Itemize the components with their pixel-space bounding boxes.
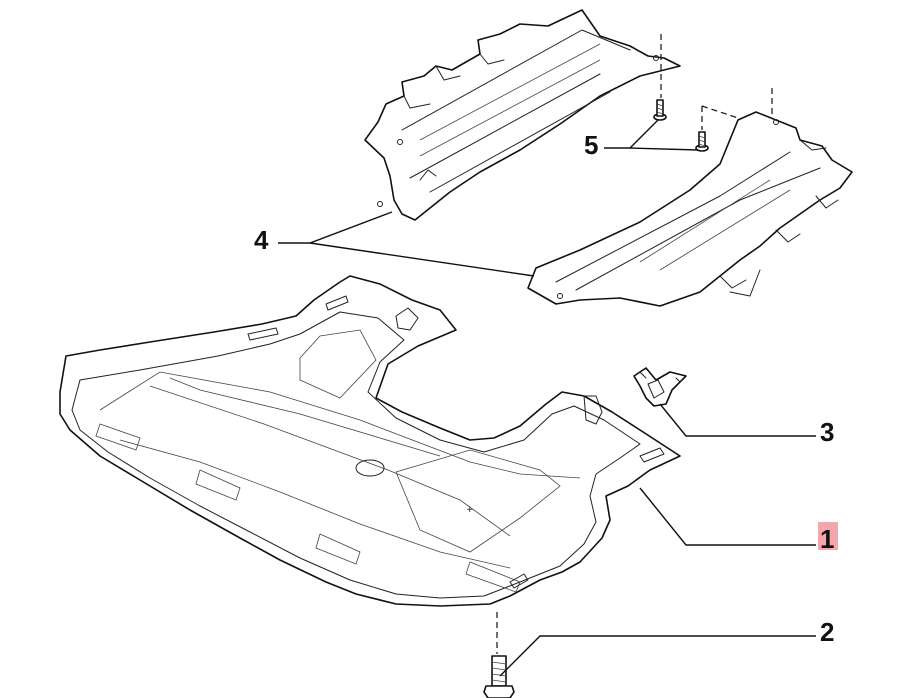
part-3-clip[interactable] bbox=[633, 367, 687, 407]
callout-1[interactable]: 1 bbox=[820, 524, 834, 554]
callout-labels: 1 2 3 4 5 bbox=[254, 130, 838, 647]
assembly-axis-lines bbox=[496, 34, 773, 654]
part-4-right-shield[interactable] bbox=[527, 111, 853, 307]
callout-3[interactable]: 3 bbox=[820, 417, 834, 447]
callout-2[interactable]: 2 bbox=[820, 617, 834, 647]
part-5-screw-upper[interactable] bbox=[653, 99, 667, 121]
callout-4[interactable]: 4 bbox=[254, 225, 269, 255]
callout-5[interactable]: 5 bbox=[584, 130, 598, 160]
part-2-bolt[interactable] bbox=[483, 655, 515, 698]
callout-1-highlight bbox=[818, 522, 838, 550]
part-1-underbody-shield[interactable]: + bbox=[59, 275, 681, 607]
plus-mark-icon: + bbox=[466, 505, 474, 515]
part-4-left-shield[interactable] bbox=[364, 9, 681, 221]
leader-lines bbox=[278, 119, 816, 677]
part-5-screw-lower[interactable] bbox=[695, 131, 709, 152]
